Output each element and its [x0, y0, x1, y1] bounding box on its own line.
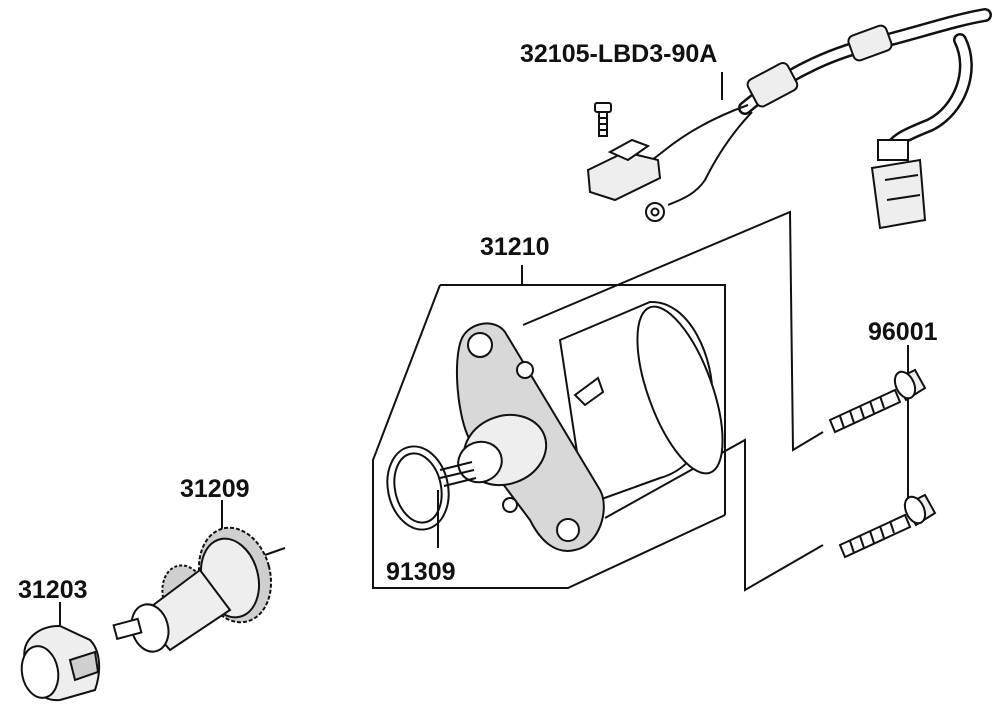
bolt-lower-icon [838, 493, 937, 559]
screw-icon [594, 102, 612, 137]
part-label-harness: 32105-LBD3-90A [520, 40, 718, 68]
part-label-motor: 31210 [480, 233, 550, 261]
part-label-bolt: 96001 [868, 318, 938, 346]
starter-motor [439, 300, 724, 552]
bolt-upper-icon [828, 368, 927, 434]
large-connector-icon [870, 139, 927, 230]
o-ring [386, 445, 450, 531]
starter-drive [112, 526, 286, 653]
part-label-drive: 31209 [180, 475, 250, 503]
drive-cap [20, 624, 101, 702]
part-label-oring: 91309 [386, 558, 456, 586]
leader-lines [59, 72, 909, 625]
wire-harness [586, 8, 992, 230]
part-label-cap: 31203 [18, 576, 88, 604]
bolts [828, 368, 937, 559]
